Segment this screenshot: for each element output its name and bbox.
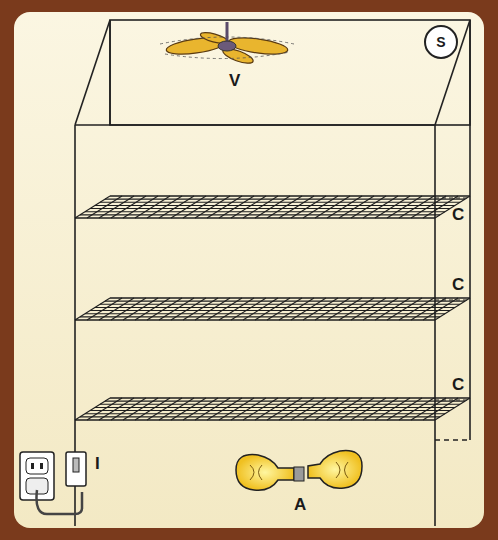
sensor-label: S [436,35,445,49]
fan [160,22,294,66]
panel-ground [14,12,484,528]
bulb-label: A [294,496,306,513]
mesh-wire [435,298,470,320]
mesh-shelves [75,196,470,420]
mesh-wire [435,400,470,401]
light-switch [66,452,86,486]
shelf-label: C [452,276,464,293]
fan-label: V [229,72,240,89]
mesh-wire [435,300,470,301]
shelf-label: C [452,206,464,223]
cabinet-frame [75,20,470,526]
light-bulbs [236,451,362,491]
mesh-wire [435,198,470,199]
mesh-wire [435,398,470,420]
shelf-label: C [452,376,464,393]
sensor-circle: S [424,25,458,59]
switch-label: I [95,455,100,472]
